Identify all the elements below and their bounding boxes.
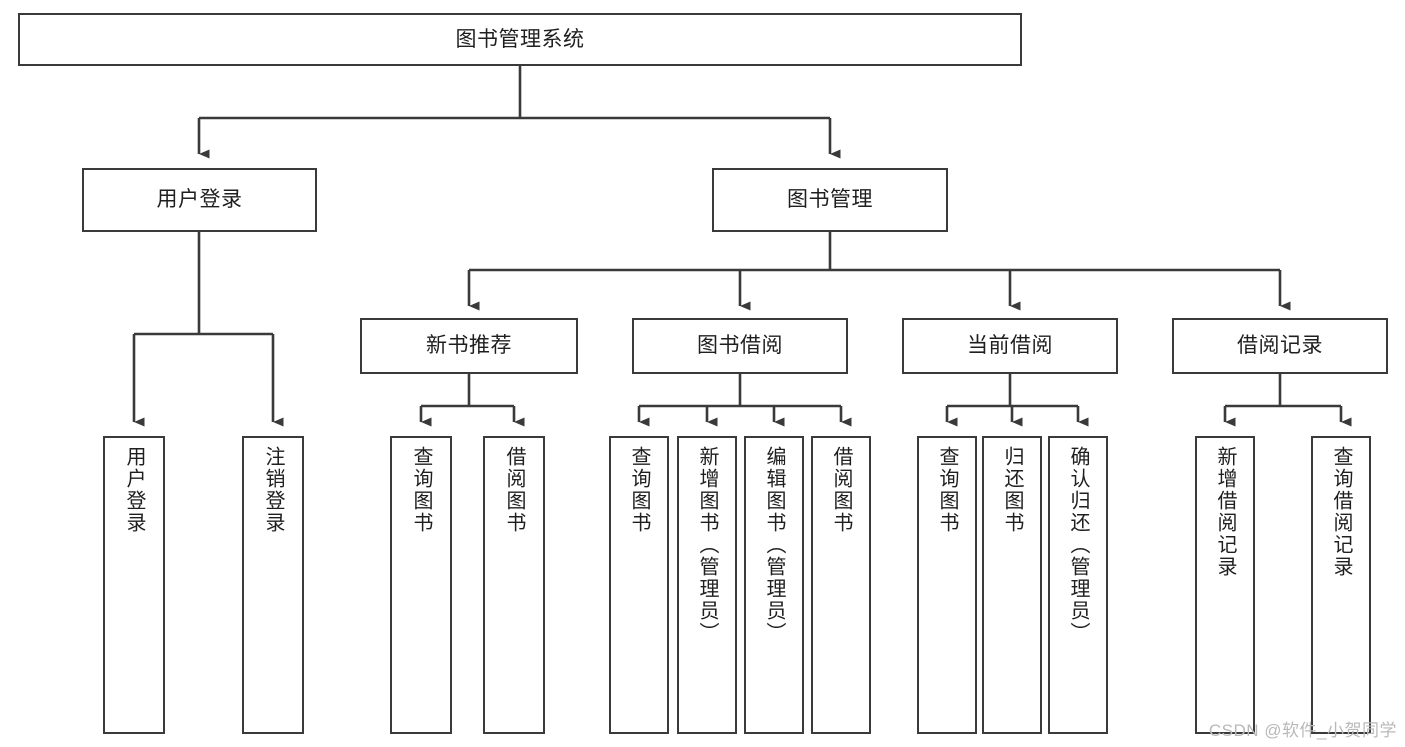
leaf-current-confirm-return-admin[interactable]: 确认归还（管理员） (1048, 436, 1108, 734)
node-label: 新增图书（管理员） (696, 446, 718, 644)
node-label: 查询图书 (410, 446, 432, 534)
node-label: 借阅记录 (1237, 334, 1323, 358)
leaf-borrow-query-book[interactable]: 查询图书 (609, 436, 669, 734)
node-label: 注销登录 (262, 446, 284, 534)
node-label: 编辑图书（管理员） (763, 446, 785, 644)
node-label: 当前借阅 (967, 334, 1053, 358)
leaf-borrow-borrow-book[interactable]: 借阅图书 (811, 436, 871, 734)
node-label: 归还图书 (1001, 446, 1023, 534)
node-user-login[interactable]: 用户登录 (82, 168, 317, 232)
watermark-text: CSDN @软件_小贺同学 (1208, 721, 1397, 740)
leaf-record-add-record[interactable]: 新增借阅记录 (1195, 436, 1255, 734)
node-label: 新书推荐 (426, 334, 512, 358)
node-label: 图书管理 (787, 188, 873, 212)
leaf-logout[interactable]: 注销登录 (242, 436, 304, 734)
leaf-new-book-query-book[interactable]: 查询图书 (390, 436, 452, 734)
node-book-management[interactable]: 图书管理 (712, 168, 948, 232)
node-label: 图书借阅 (697, 334, 783, 358)
node-new-book-recommend[interactable]: 新书推荐 (360, 318, 578, 374)
leaf-record-query-record[interactable]: 查询借阅记录 (1311, 436, 1371, 734)
node-label: 图书管理系统 (455, 27, 585, 51)
node-label: 确认归还（管理员） (1067, 446, 1089, 644)
leaf-current-query-book[interactable]: 查询图书 (917, 436, 977, 734)
leaf-borrow-edit-book-admin[interactable]: 编辑图书（管理员） (744, 436, 804, 734)
leaf-new-book-borrow-book[interactable]: 借阅图书 (483, 436, 545, 734)
node-label: 用户登录 (156, 188, 243, 212)
node-label: 查询图书 (628, 446, 650, 534)
node-label: 新增借阅记录 (1214, 446, 1236, 578)
node-book-borrow[interactable]: 图书借阅 (632, 318, 848, 374)
node-root-system[interactable]: 图书管理系统 (18, 13, 1022, 66)
node-label: 查询借阅记录 (1330, 446, 1352, 578)
leaf-user-login[interactable]: 用户登录 (103, 436, 165, 734)
node-label: 借阅图书 (503, 446, 525, 534)
node-label: 用户登录 (123, 446, 145, 534)
node-current-borrow[interactable]: 当前借阅 (902, 318, 1118, 374)
node-label: 借阅图书 (830, 446, 852, 534)
node-borrow-record[interactable]: 借阅记录 (1172, 318, 1388, 374)
node-label: 查询图书 (936, 446, 958, 534)
leaf-current-return-book[interactable]: 归还图书 (982, 436, 1042, 734)
leaf-borrow-add-book-admin[interactable]: 新增图书（管理员） (677, 436, 737, 734)
